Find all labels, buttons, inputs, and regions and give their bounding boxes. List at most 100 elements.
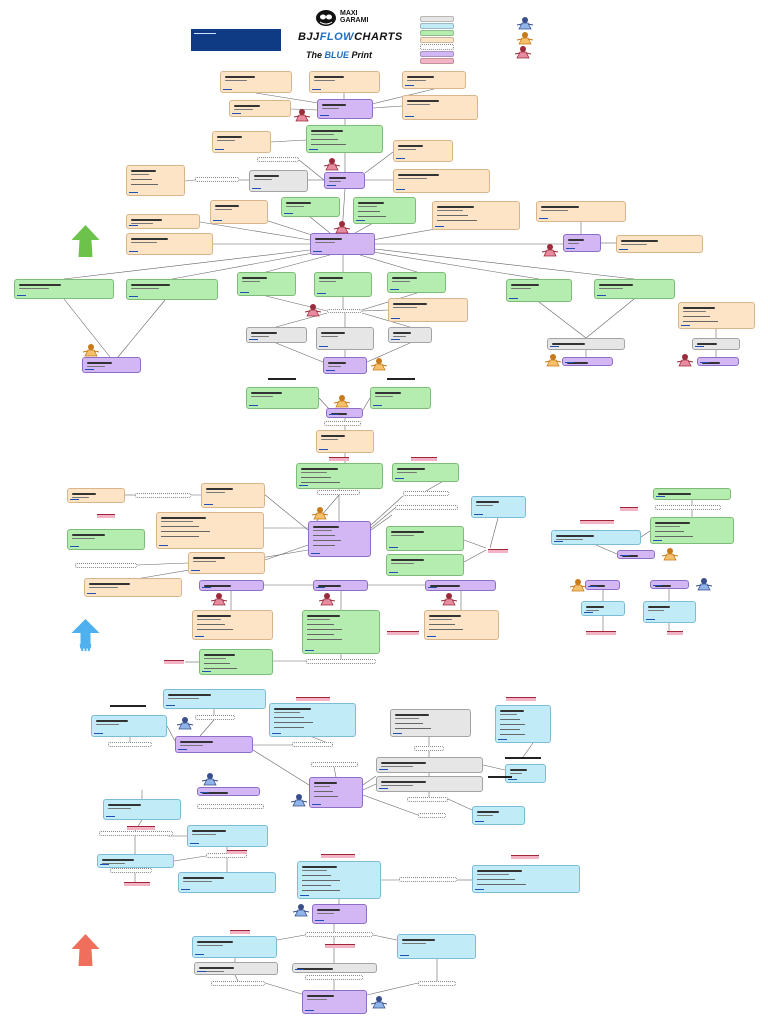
peach-flow-node[interactable] [393, 169, 490, 193]
dotted-flow-node[interactable] [655, 505, 721, 510]
green-flow-node[interactable] [296, 463, 383, 489]
purple-flow-node[interactable] [697, 357, 739, 366]
purple-flow-node[interactable] [585, 580, 620, 590]
green-flow-node[interactable] [653, 488, 731, 500]
peach-flow-node[interactable] [210, 200, 268, 224]
purple-flow-node[interactable] [650, 580, 689, 589]
peach-flow-node[interactable] [126, 214, 200, 229]
gray-flow-node[interactable] [547, 338, 625, 350]
gray-flow-node[interactable] [388, 327, 432, 343]
dotted-flow-node[interactable] [317, 490, 360, 495]
gray-flow-node[interactable] [390, 709, 471, 737]
green-flow-node[interactable] [126, 279, 218, 300]
blue-flow-node[interactable] [91, 715, 167, 737]
dotted-flow-node[interactable] [418, 813, 446, 818]
gray-flow-node[interactable] [249, 170, 308, 192]
dotted-flow-node[interactable] [399, 877, 457, 882]
gray-flow-node[interactable] [194, 962, 278, 975]
green-flow-node[interactable] [650, 517, 734, 544]
dotted-flow-node[interactable] [305, 975, 363, 980]
peach-flow-node[interactable] [432, 201, 520, 230]
purple-flow-node[interactable] [313, 580, 368, 591]
dotted-flow-node[interactable] [414, 746, 444, 751]
blue-flow-node[interactable] [178, 872, 276, 893]
dotted-flow-node[interactable] [257, 157, 299, 162]
peach-flow-node[interactable] [188, 552, 265, 574]
purple-flow-node[interactable] [312, 904, 367, 924]
peach-flow-node[interactable] [126, 233, 213, 255]
blue-flow-node[interactable] [472, 865, 580, 893]
green-flow-node[interactable] [281, 197, 340, 217]
purple-flow-node[interactable] [323, 357, 367, 374]
purple-flow-node[interactable] [175, 736, 253, 753]
purple-flow-node[interactable] [562, 357, 613, 366]
blue-flow-node[interactable] [505, 764, 546, 783]
purple-flow-node[interactable] [563, 234, 601, 252]
dotted-flow-node[interactable] [407, 797, 448, 802]
peach-flow-node[interactable] [393, 140, 453, 162]
gray-flow-node[interactable] [316, 327, 374, 350]
green-flow-node[interactable] [67, 529, 145, 550]
peach-flow-node[interactable] [402, 71, 466, 89]
blue-flow-node[interactable] [163, 689, 266, 709]
green-flow-node[interactable] [594, 279, 675, 299]
green-flow-node[interactable] [387, 272, 446, 293]
peach-flow-node[interactable] [156, 512, 264, 549]
dotted-flow-node[interactable] [206, 853, 247, 858]
green-flow-node[interactable] [392, 463, 459, 482]
blue-flow-node[interactable] [297, 861, 381, 899]
peach-flow-node[interactable] [388, 298, 468, 322]
peach-flow-node[interactable] [192, 610, 273, 640]
peach-flow-node[interactable] [220, 71, 292, 93]
purple-flow-node[interactable] [310, 233, 375, 255]
dotted-flow-node[interactable] [311, 762, 358, 767]
blue-flow-node[interactable] [269, 703, 356, 737]
green-flow-node[interactable] [14, 279, 114, 299]
dotted-flow-node[interactable] [195, 715, 235, 720]
blue-flow-node[interactable] [192, 936, 277, 958]
blue-flow-node[interactable] [581, 601, 625, 616]
peach-flow-node[interactable] [212, 131, 271, 153]
dotted-flow-node[interactable] [292, 742, 333, 747]
peach-flow-node[interactable] [201, 483, 265, 508]
dotted-flow-node[interactable] [110, 868, 152, 873]
peach-flow-node[interactable] [67, 488, 125, 503]
blue-flow-node[interactable] [103, 799, 181, 820]
peach-flow-node[interactable] [616, 235, 703, 253]
dotted-flow-node[interactable] [108, 742, 152, 747]
green-flow-node[interactable] [199, 649, 273, 675]
peach-flow-node[interactable] [316, 430, 374, 453]
peach-flow-node[interactable] [229, 100, 291, 117]
green-flow-node[interactable] [353, 197, 416, 224]
purple-flow-node[interactable] [302, 990, 367, 1014]
green-flow-node[interactable] [506, 279, 572, 302]
purple-flow-node[interactable] [197, 787, 260, 796]
blue-flow-node[interactable] [495, 705, 551, 743]
blue-flow-node[interactable] [471, 496, 526, 518]
purple-flow-node[interactable] [309, 777, 363, 808]
blue-flow-node[interactable] [397, 934, 476, 959]
blue-flow-node[interactable] [187, 825, 268, 847]
purple-flow-node[interactable] [425, 580, 496, 591]
peach-flow-node[interactable] [536, 201, 626, 222]
purple-flow-node[interactable] [199, 580, 264, 591]
green-flow-node[interactable] [306, 125, 383, 153]
peach-flow-node[interactable] [678, 302, 755, 329]
gray-flow-node[interactable] [376, 757, 483, 773]
gray-flow-node[interactable] [292, 963, 377, 973]
gray-flow-node[interactable] [246, 327, 307, 343]
blue-flow-node[interactable] [551, 530, 641, 545]
purple-flow-node[interactable] [324, 172, 365, 189]
green-flow-node[interactable] [237, 272, 296, 296]
blue-flow-node[interactable] [97, 854, 174, 868]
green-flow-node[interactable] [302, 610, 380, 654]
peach-flow-node[interactable] [424, 610, 499, 640]
peach-flow-node[interactable] [402, 95, 478, 120]
dotted-flow-node[interactable] [403, 491, 449, 496]
blue-flow-node[interactable] [643, 601, 696, 623]
dotted-flow-node[interactable] [99, 831, 173, 836]
purple-flow-node[interactable] [308, 521, 371, 557]
gray-flow-node[interactable] [692, 338, 740, 350]
dotted-flow-node[interactable] [211, 981, 265, 986]
purple-flow-node[interactable] [617, 550, 655, 559]
